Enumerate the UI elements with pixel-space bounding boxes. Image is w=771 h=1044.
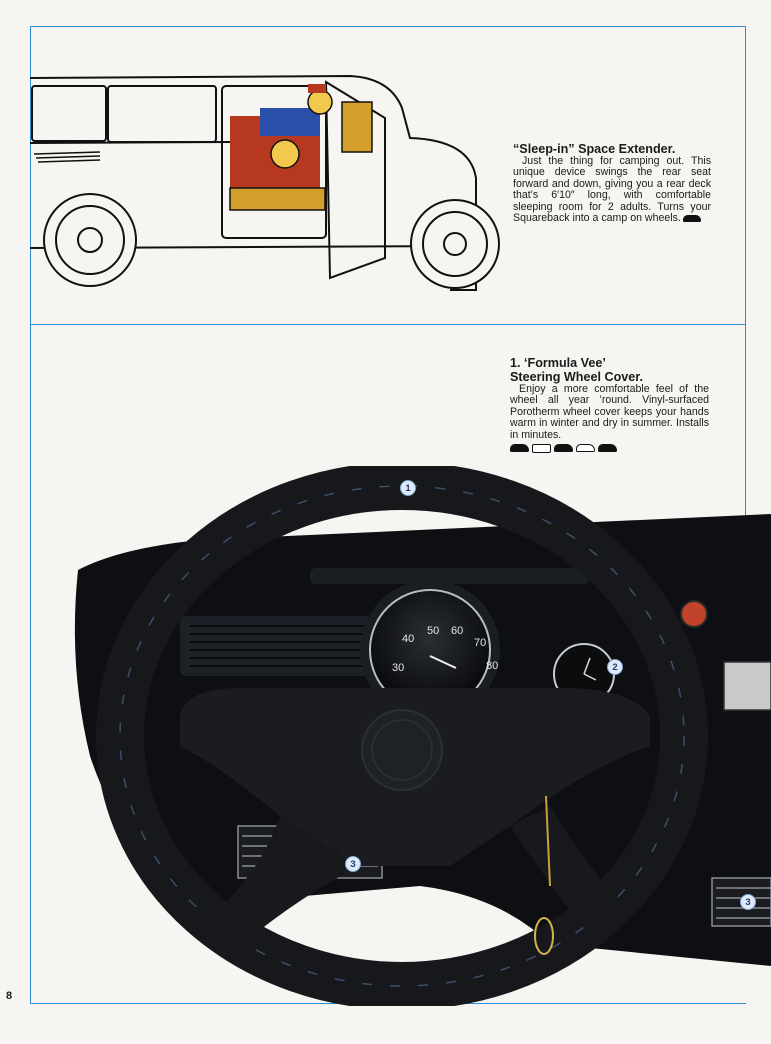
bus-icon [532,444,551,454]
callout-3-right: 3 [740,894,756,910]
dashboard-steering-wheel-photo: 40 50 60 70 30 80 [74,466,771,1006]
callout-1: 1 [400,480,416,496]
squareback-icon [682,214,701,222]
steering-cover-headline-line1: 1. ‘Formula Vee’ [510,356,606,370]
sleep-in-headline: “Sleep-in” Space Extender. [513,142,676,156]
steering-cover-headline: 1. ‘Formula Vee’ Steering Wheel Cover. [510,356,709,384]
beetle-icon [510,444,529,453]
steering-cover-body: Enjoy a more comfortable feel of the whe… [510,383,709,441]
page-number: 8 [6,990,13,1002]
sleep-in-section: “Sleep-in” Space Extender. Just the thin… [513,142,711,224]
speedometer-tick-60: 60 [451,625,463,637]
frame-right-rule [745,26,746,516]
frame-divider-rule [30,324,746,325]
callout-3-left: 3 [345,856,361,872]
fastback-icon [598,444,617,453]
speedometer-tick-80: 80 [486,660,498,672]
frame-top-rule [30,26,746,27]
karmann-ghia-icon [576,444,595,453]
speedometer-tick-30: 30 [392,662,404,674]
speedometer-tick-50: 50 [427,625,439,637]
frame-left-rule [30,26,31,1004]
sleep-in-body-text: Just the thing for camping out. This uni… [513,155,711,225]
speedometer-tick-70: 70 [474,637,486,649]
callout-2: 2 [607,659,623,675]
squareback-icon [554,444,573,453]
sleep-in-body: Just the thing for camping out. This uni… [513,155,711,225]
steering-cover-section: 1. ‘Formula Vee’ Steering Wheel Cover. E… [510,356,709,454]
model-icons-row [510,444,709,454]
speedometer-tick-40: 40 [402,633,414,645]
squareback-camping-illustration [30,74,500,291]
steering-cover-headline-line2: Steering Wheel Cover. [510,370,643,384]
